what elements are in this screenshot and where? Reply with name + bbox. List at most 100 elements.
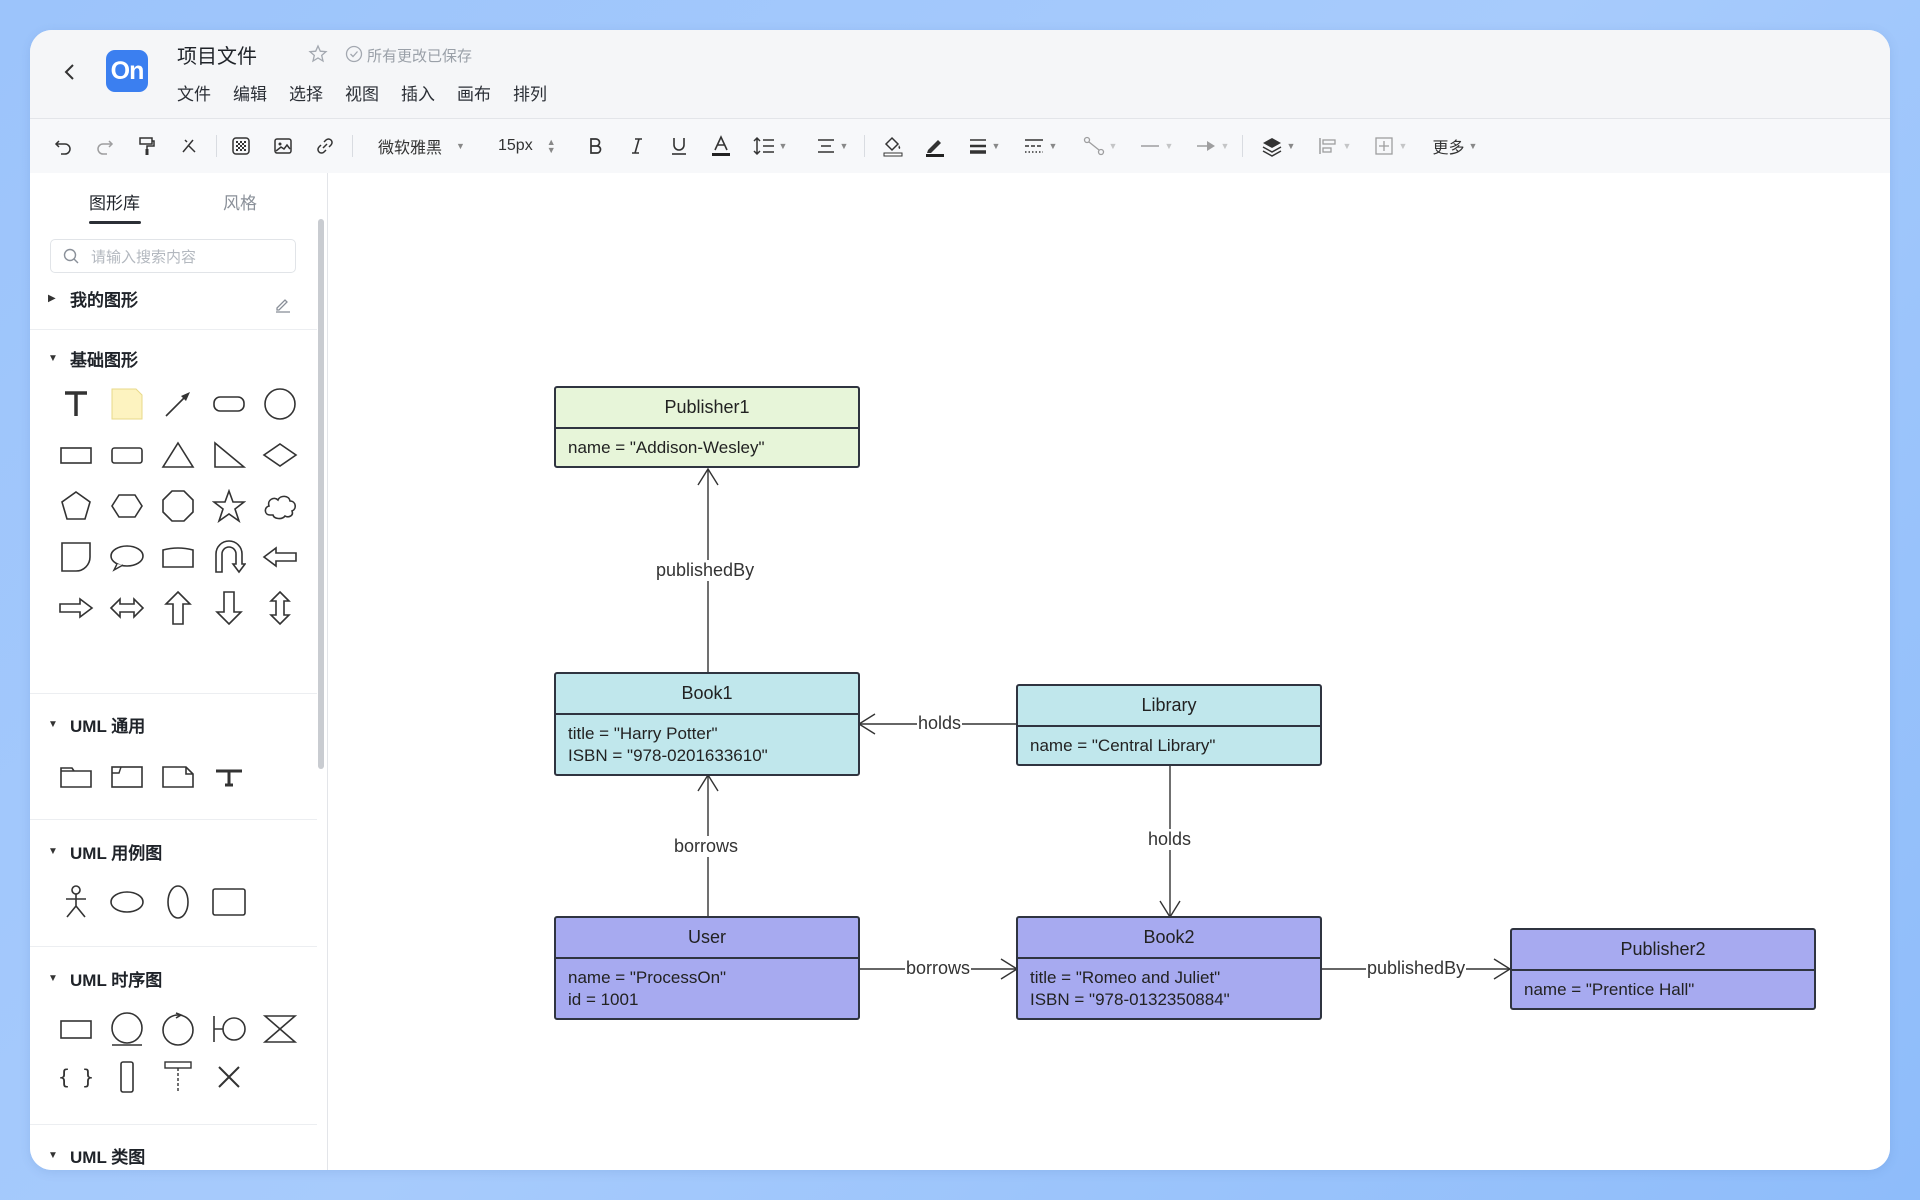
round-corner-rect-icon[interactable] xyxy=(107,435,147,475)
menu-insert[interactable]: 插入 xyxy=(401,85,435,104)
more-button[interactable]: 更多 ▼ xyxy=(1430,132,1480,160)
line-height-icon[interactable]: ▼ xyxy=(750,132,790,160)
undo-icon[interactable] xyxy=(50,132,76,160)
control-icon[interactable] xyxy=(158,1009,198,1049)
node-book1[interactable]: Book1 title = "Harry Potter" ISBN = "978… xyxy=(554,672,860,776)
tab-style[interactable]: 风格 xyxy=(223,194,257,213)
font-size-stepper[interactable]: 15px ▲▼ xyxy=(498,132,568,160)
edge-label-publishedby-1[interactable]: publishedBy xyxy=(655,560,756,581)
back-arrow-icon[interactable] xyxy=(58,60,82,84)
section-uml-class[interactable]: ▼ UML 类图 xyxy=(48,1143,145,1168)
note-icon[interactable] xyxy=(158,756,198,796)
boundary-icon[interactable] xyxy=(209,1009,249,1049)
document-title[interactable]: 项目文件 xyxy=(177,46,257,68)
tab-shape-library[interactable]: 图形库 xyxy=(89,194,140,213)
entity-icon[interactable] xyxy=(107,1009,147,1049)
speech-bubble-icon[interactable] xyxy=(107,537,147,577)
search-input[interactable] xyxy=(89,245,289,269)
menu-file[interactable]: 文件 xyxy=(177,85,211,104)
line-style-icon[interactable]: ▼ xyxy=(1020,132,1060,160)
line-start-icon[interactable]: ▼ xyxy=(1136,132,1176,160)
line-end-icon[interactable]: ▼ xyxy=(1192,132,1232,160)
octagon-icon[interactable] xyxy=(158,486,198,526)
edge-label-publishedby-2[interactable]: publishedBy xyxy=(1366,958,1467,979)
clear-format-icon[interactable] xyxy=(176,132,202,160)
menu-arrange[interactable]: 排列 xyxy=(513,85,547,104)
card-shape-icon[interactable] xyxy=(158,537,198,577)
sticky-note-icon[interactable] xyxy=(107,384,147,424)
vertical-double-arrow-icon[interactable] xyxy=(260,588,300,628)
diagram-canvas[interactable]: publishedBy holds borrows holds borrows … xyxy=(328,173,1890,1170)
star-shape-icon[interactable] xyxy=(209,486,249,526)
package-icon[interactable] xyxy=(56,756,96,796)
section-uml-use-case[interactable]: ▼ UML 用例图 xyxy=(48,839,162,864)
node-publisher2[interactable]: Publisher2 name = "Prentice Hall" xyxy=(1510,928,1816,1010)
section-my-shapes[interactable]: ▶ 我的图形 xyxy=(48,286,138,311)
cloud-icon[interactable] xyxy=(260,486,300,526)
fill-color-icon[interactable] xyxy=(880,132,906,160)
rounded-rect-icon[interactable] xyxy=(209,384,249,424)
italic-icon[interactable] xyxy=(624,132,650,160)
right-triangle-icon[interactable] xyxy=(209,435,249,475)
node-publisher1[interactable]: Publisher1 name = "Addison-Wesley" xyxy=(554,386,860,468)
double-arrow-icon[interactable] xyxy=(107,588,147,628)
hexagon-icon[interactable] xyxy=(107,486,147,526)
leaf-shape-icon[interactable] xyxy=(56,537,96,577)
right-arrow-icon[interactable] xyxy=(56,588,96,628)
lifeline-rect-icon[interactable] xyxy=(56,1009,96,1049)
node-user[interactable]: User name = "ProcessOn" id = 1001 xyxy=(554,916,860,1020)
down-arrow-icon[interactable] xyxy=(209,588,249,628)
edge-label-holds-1[interactable]: holds xyxy=(917,713,963,734)
connector-type-icon[interactable]: ▼ xyxy=(1080,132,1120,160)
destroy-hourglass-icon[interactable] xyxy=(260,1009,300,1049)
edge-label-borrows-1[interactable]: borrows xyxy=(673,836,740,857)
image-icon[interactable] xyxy=(270,132,296,160)
activation-bar-icon[interactable] xyxy=(107,1057,147,1097)
align-icon[interactable]: ▼ xyxy=(1314,132,1354,160)
rectangle-icon[interactable] xyxy=(56,435,96,475)
app-logo[interactable]: On xyxy=(106,50,148,92)
section-basic-shapes[interactable]: ▼ 基础图形 xyxy=(48,346,138,371)
font-family-select[interactable]: 微软雅黑 ▼ xyxy=(378,132,478,160)
edge-label-holds-2[interactable]: holds xyxy=(1147,829,1193,850)
text-align-icon[interactable]: ▼ xyxy=(812,132,852,160)
frame-icon[interactable] xyxy=(107,756,147,796)
circle-icon[interactable] xyxy=(260,384,300,424)
section-uml-general[interactable]: ▼ UML 通用 xyxy=(48,712,145,737)
line-color-icon[interactable] xyxy=(922,132,948,160)
stepper-arrows-icon[interactable]: ▲▼ xyxy=(546,137,556,155)
search-box[interactable] xyxy=(50,239,296,273)
pentagon-icon[interactable] xyxy=(56,486,96,526)
vertical-ellipse-icon[interactable] xyxy=(158,882,198,922)
link-icon[interactable] xyxy=(312,132,338,160)
menu-edit[interactable]: 编辑 xyxy=(233,85,267,104)
uml-text-icon[interactable] xyxy=(209,756,249,796)
left-arrow-icon[interactable] xyxy=(260,537,300,577)
actor-icon[interactable] xyxy=(56,882,96,922)
sidebar-scrollbar[interactable] xyxy=(318,219,324,769)
arrow-line-icon[interactable] xyxy=(158,384,198,424)
braces-icon[interactable]: { } xyxy=(56,1057,96,1097)
diamond-icon[interactable] xyxy=(260,435,300,475)
menu-canvas[interactable]: 画布 xyxy=(457,85,491,104)
format-painter-icon[interactable] xyxy=(134,132,160,160)
section-uml-sequence[interactable]: ▼ UML 时序图 xyxy=(48,966,162,991)
lifeline-icon[interactable] xyxy=(158,1057,198,1097)
redo-icon[interactable] xyxy=(92,132,118,160)
u-turn-arrow-icon[interactable] xyxy=(209,537,249,577)
bold-icon[interactable] xyxy=(582,132,608,160)
use-case-ellipse-icon[interactable] xyxy=(107,882,147,922)
star-icon[interactable] xyxy=(308,44,328,64)
line-width-icon[interactable]: ▼ xyxy=(964,132,1004,160)
up-arrow-icon[interactable] xyxy=(158,588,198,628)
menu-select[interactable]: 选择 xyxy=(289,85,323,104)
text-shape-icon[interactable] xyxy=(56,384,96,424)
font-color-icon[interactable] xyxy=(708,132,734,160)
fill-pattern-icon[interactable] xyxy=(228,132,254,160)
system-boundary-icon[interactable] xyxy=(209,882,249,922)
node-book2[interactable]: Book2 title = "Romeo and Juliet" ISBN = … xyxy=(1016,916,1322,1020)
destroy-x-icon[interactable] xyxy=(209,1057,249,1097)
node-library[interactable]: Library name = "Central Library" xyxy=(1016,684,1322,766)
triangle-icon[interactable] xyxy=(158,435,198,475)
menu-view[interactable]: 视图 xyxy=(345,85,379,104)
